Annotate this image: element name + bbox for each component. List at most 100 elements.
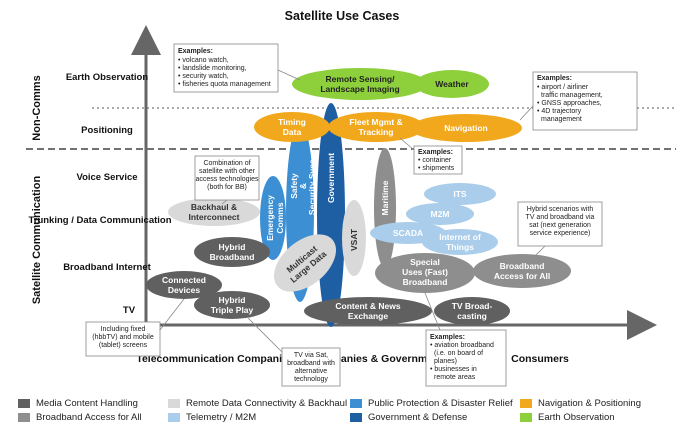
callout-navigation-item-2: • GNSS approaches, (537, 100, 602, 107)
legend-label-remote: Remote Data Connectivity & Backhaul (186, 398, 348, 409)
callout-fleet-title: Examples: (418, 149, 453, 156)
callout-earth-obs-line (277, 69, 301, 81)
callout-fleet-box (413, 145, 463, 175)
bubble-multicast (274, 234, 336, 292)
callout-fleet-item-1: • container (418, 157, 452, 164)
bubble-iot (422, 229, 498, 255)
callout-fleet-line (399, 137, 415, 151)
bubble-m2m (406, 203, 474, 225)
label-m2m: M2M (431, 209, 450, 219)
legend-label-media: Media Content Handling (36, 398, 138, 409)
callout-fixed-tv-box (85, 321, 161, 357)
legend-label-earth: Earth Observation (538, 412, 615, 423)
callout-navigation-title: Examples: (537, 75, 572, 82)
col-label-consumers: Consumers (511, 353, 569, 365)
row-label-earth-observation: Earth Observation (66, 72, 149, 83)
callout-hybrid-line (534, 245, 546, 257)
legend-swatch-remote (168, 399, 180, 408)
bubble-connected-devices (146, 271, 222, 299)
callout-fleet-item-2: • shipments (418, 165, 455, 172)
label-emergency-comms: EmergencyComms (265, 195, 285, 241)
satellite-communication-label: Satellite Communication (31, 176, 43, 305)
legend-label-telemetry: Telemetry / M2M (186, 412, 257, 423)
callout-earth-obs-item-2: • landslide monitoring, (178, 65, 247, 72)
callout-hybrid-box (517, 201, 603, 247)
label-fleet-mgmt: Fleet Mgmt &Tracking (349, 117, 402, 137)
row-label-broadband-internet: Broadband Internet (63, 262, 151, 273)
legend-label-navigation: Navigation & Positioning (538, 398, 641, 409)
col-label-companies: Companies & Governments (311, 353, 449, 365)
callout-navigation-line (519, 105, 534, 121)
legend-swatch-navigation (520, 399, 532, 408)
legend-item-public: Public Protection & Disaster Relief (350, 398, 513, 409)
label-weather: Weather (435, 79, 469, 89)
legend-swatch-government (350, 413, 362, 422)
legend-item-telemetry: Telemetry / M2M (168, 412, 256, 423)
legend-item-media: Media Content Handling (18, 398, 138, 409)
label-remote-sensing: Remote Sensing/Landscape Imaging (320, 74, 399, 94)
callout-combination-box (194, 155, 260, 201)
bubble-emergency-comms (260, 176, 286, 260)
callout-navigation-box (532, 71, 638, 131)
callout-fixed-tv-text: Including fixed(hbbTV) and mobile(tablet… (92, 326, 154, 349)
bubble-hybrid-triple-play (194, 291, 270, 319)
row-label-positioning: Positioning (81, 125, 133, 136)
callout-aviation-line (424, 292, 441, 331)
callout-tv-via-sat-box (281, 347, 341, 387)
legend-swatch-media (18, 399, 30, 408)
legend-label-public: Public Protection & Disaster Relief (368, 398, 513, 409)
callout-earth-obs-item-1: • volcano watch, (178, 57, 229, 64)
callout-earth-obs-title: Examples: (178, 48, 213, 55)
bubble-special-uses (375, 253, 475, 293)
bubble-vsat (342, 200, 366, 276)
bubble-navigation (410, 114, 522, 142)
bubble-tv-broadcasting (434, 297, 510, 325)
bubble-broadband-for-all (473, 254, 571, 288)
legend-swatch-public (350, 399, 362, 408)
bubble-timing-data (254, 112, 330, 142)
label-maritime: Maritime (380, 180, 390, 215)
bubble-remote-sensing (292, 68, 428, 100)
callout-fixed-tv-line (159, 298, 185, 331)
legend: Media Content Handling Remote Data Conne… (14, 398, 674, 426)
label-tv-broadcasting: TV Broad-casting (452, 301, 493, 321)
col-label-telecom: Telecommunication Companies (136, 353, 293, 365)
legend-swatch-broadband (18, 413, 30, 422)
row-label-trunking: Trunking / Data Communication (28, 215, 171, 226)
label-backhaul: Backhaul &Interconnect (188, 202, 239, 222)
label-its: ITS (453, 189, 467, 199)
label-vsat: VSAT (349, 228, 359, 251)
diagram-canvas: Satellite Use Cases Non-Comms Satellite … (26, 9, 676, 387)
bubble-fleet-mgmt (328, 112, 424, 142)
callout-aviation-title: Examples: (430, 334, 465, 341)
legend-swatch-earth (520, 413, 532, 422)
row-label-tv: TV (123, 305, 136, 316)
diagram-title: Satellite Use Cases (285, 9, 400, 23)
non-comms-label: Non-Comms (31, 75, 43, 140)
legend-label-broadband: Broadband Access for All (36, 412, 142, 423)
legend-item-broadband: Broadband Access for All (18, 412, 142, 423)
label-government: Government (326, 153, 336, 203)
legend-item-government: Government & Defense (350, 412, 467, 423)
bubble-its (424, 183, 496, 205)
bubble-content-news (304, 297, 432, 325)
bubble-hybrid-broadband (194, 237, 270, 267)
callout-combination-line (221, 199, 228, 205)
label-safety-security: Safety&Security Svcs. (289, 157, 317, 215)
callout-tv-via-sat-line (247, 317, 283, 353)
